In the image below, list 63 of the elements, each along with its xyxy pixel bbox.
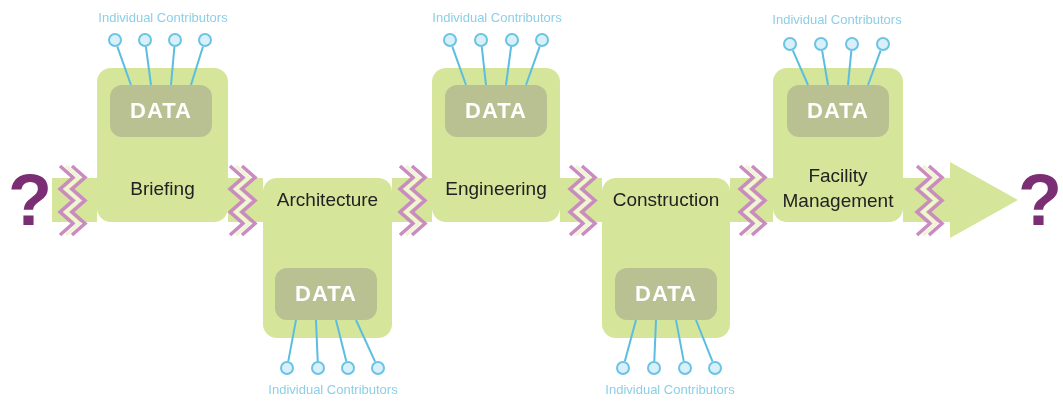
connector-line — [867, 49, 882, 86]
group-caption: Individual Contributors — [772, 12, 902, 27]
data-box: DATA — [787, 85, 889, 137]
contributor-dot — [678, 361, 692, 375]
connector-line — [480, 45, 487, 86]
band-arrow — [903, 162, 1018, 238]
data-box: DATA — [445, 85, 547, 137]
connector-line — [525, 45, 541, 86]
connector-line — [335, 319, 348, 363]
contributor-dot — [814, 37, 828, 51]
connector-line — [287, 319, 297, 363]
contributor-dot — [647, 361, 661, 375]
stage-label: Facility Management — [781, 164, 895, 213]
connector-line — [791, 49, 809, 86]
data-box: DATA — [615, 268, 717, 320]
connector-line — [847, 49, 853, 86]
contributor-dot — [443, 33, 457, 47]
contributor-dot — [371, 361, 385, 375]
group-caption: Individual Contributors — [432, 10, 562, 25]
data-box: DATA — [110, 85, 212, 137]
stage-block — [263, 178, 392, 338]
connector-line — [170, 45, 176, 86]
contributor-dot — [708, 361, 722, 375]
contributor-dot — [198, 33, 212, 47]
connector-line — [695, 319, 714, 363]
contributor-dot — [311, 361, 325, 375]
connector-line — [505, 45, 513, 86]
connector-line — [653, 319, 657, 362]
connector-line — [315, 319, 319, 362]
group-caption: Individual Contributors — [605, 382, 735, 397]
connector-line — [451, 45, 467, 86]
contributor-dot — [616, 361, 630, 375]
stage-block — [773, 68, 903, 222]
group-caption: Individual Contributors — [98, 10, 228, 25]
contributor-dot — [341, 361, 355, 375]
stage-block — [602, 178, 730, 338]
data-box: DATA — [275, 268, 377, 320]
contributor-dot — [168, 33, 182, 47]
group-caption: Individual Contributors — [268, 382, 398, 397]
contributor-dot — [474, 33, 488, 47]
question-mark: ? — [8, 160, 52, 240]
question-mark: ? — [1018, 160, 1062, 240]
contributor-dot — [845, 37, 859, 51]
stage-label: Construction — [611, 187, 721, 212]
connector-line — [355, 319, 377, 363]
contributor-dot — [505, 33, 519, 47]
stage-label: Engineering — [444, 176, 548, 201]
connector-line — [116, 45, 132, 86]
connector-line — [675, 319, 685, 363]
connector-line — [821, 49, 829, 86]
contributor-dot — [108, 33, 122, 47]
stage-label: Briefing — [129, 176, 196, 201]
contributor-dot — [783, 37, 797, 51]
connector-line — [623, 319, 637, 363]
stage-block — [97, 68, 228, 222]
connector-line — [144, 45, 152, 86]
contributor-dot — [280, 361, 294, 375]
contributor-dot — [876, 37, 890, 51]
contributor-dot — [535, 33, 549, 47]
stage-block — [432, 68, 560, 222]
stage-label: Architecture — [275, 187, 380, 212]
connector-line — [190, 45, 204, 86]
contributor-dot — [138, 33, 152, 47]
